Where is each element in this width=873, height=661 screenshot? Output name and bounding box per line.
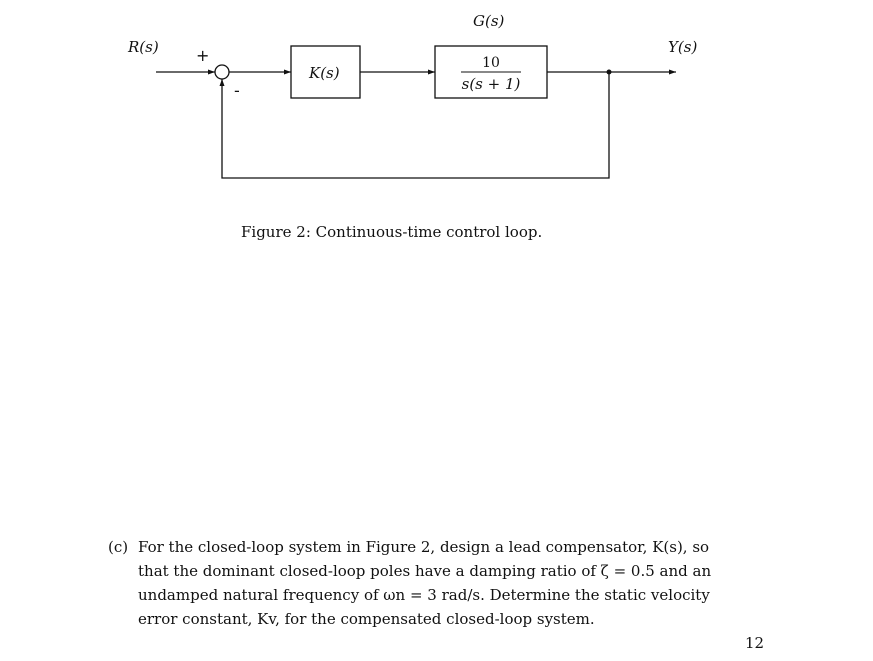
output-signal-label: Y(s) bbox=[668, 38, 697, 56]
page-number: 12 bbox=[745, 634, 765, 652]
summing-junction bbox=[214, 64, 230, 80]
question-label: (c) bbox=[108, 538, 129, 556]
plant-denominator: s(s + 1) bbox=[462, 75, 521, 93]
question-line: undamped natural frequency of ωn = 3 rad… bbox=[138, 586, 710, 604]
control-loop-diagram: R(s) Y(s) G(s) + - K(s) 10 s(s + 1) bbox=[127, 12, 697, 179]
input-signal-label: R(s) bbox=[127, 38, 159, 56]
controller-block bbox=[290, 45, 361, 99]
plant-label: G(s) bbox=[473, 12, 505, 30]
figure-caption: Figure 2: Continuous-time control loop. bbox=[241, 223, 543, 241]
summing-minus-sign: - bbox=[234, 81, 240, 100]
question-line: that the dominant closed-loop poles have… bbox=[138, 562, 712, 580]
feedback-path bbox=[219, 72, 610, 179]
question-line: For the closed-loop system in Figure 2, … bbox=[138, 538, 710, 556]
summing-plus-sign: + bbox=[196, 46, 209, 65]
question-text: For the closed-loop system in Figure 2, … bbox=[138, 535, 738, 631]
controller-label: K(s) bbox=[308, 64, 340, 82]
plant-numerator: 10 bbox=[482, 55, 500, 71]
question-line: error constant, Kv, for the compensated … bbox=[138, 610, 595, 628]
